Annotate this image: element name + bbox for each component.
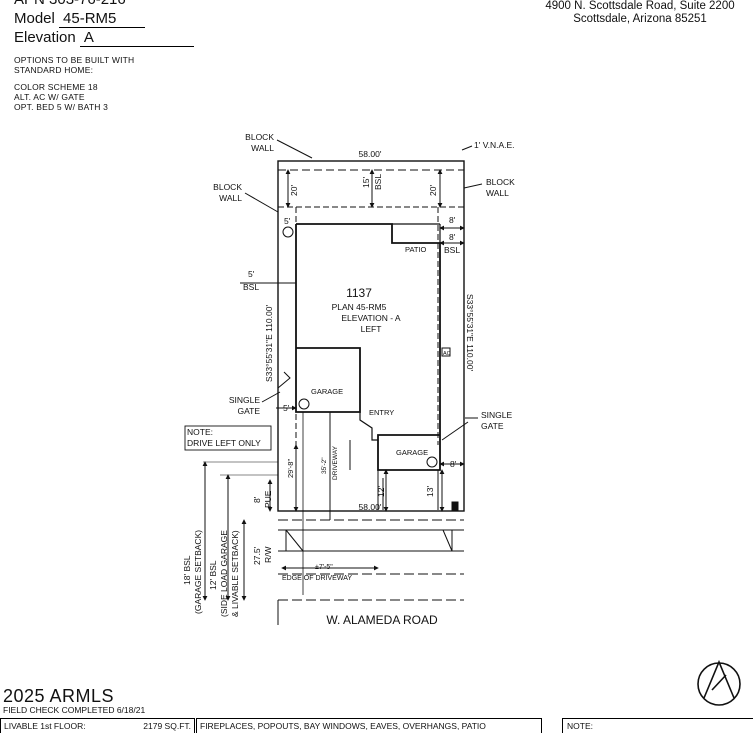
company-address: 4900 N. Scottsdale Road, Suite 2200 Scot… — [540, 0, 740, 26]
side-8-mid-dim: 8' — [449, 232, 456, 242]
options-heading-1: OPTIONS TO BE BUILT WITH — [14, 55, 135, 65]
option-item: ALT. AC W/ GATE — [14, 92, 85, 102]
note-title: NOTE: — [187, 427, 213, 437]
edge-of-driveway-label: EDGE OF DRIVEWAY — [282, 575, 352, 582]
apn-line: APN 303-76-216 — [14, 0, 126, 8]
entry-label: ENTRY — [369, 408, 394, 417]
side-load-label-2: & LIVABLE SETBACK) — [230, 530, 240, 617]
front-left-dim: 29'-8" — [286, 459, 295, 478]
garage-right-label: GARAGE — [396, 448, 428, 457]
side-load-label-1: (SIDE LOAD GARAGE — [219, 530, 229, 617]
options-heading-2: STANDARD HOME: — [14, 65, 94, 75]
driveway-label: DRIVEWAY — [332, 445, 339, 480]
livable-value: 2179 SQ.FT. — [143, 721, 191, 731]
bsl-18-label: 18' BSL — [182, 555, 192, 585]
options-list: COLOR SCHEME 18 ALT. AC W/ GATE OPT. BED… — [14, 82, 108, 112]
rear-bsl-label: BSL — [373, 174, 383, 190]
patio-label: PATIO — [405, 245, 427, 254]
elevation-row: Elevation A — [14, 29, 194, 47]
option-item: COLOR SCHEME 18 — [14, 82, 98, 92]
copyright-mark: 2025 ARMLS — [3, 686, 115, 706]
bsl-12-label: 12' BSL — [208, 560, 218, 590]
plan-elevation: ELEVATION - A — [341, 313, 401, 323]
front-8-dim: 8' — [450, 459, 457, 469]
features-text: FIREPLACES, POPOUTS, BAY WINDOWS, EAVES,… — [200, 721, 486, 731]
address-line-2: Scottsdale, Arizona 85251 — [573, 13, 707, 25]
gate-5-dim: 5' — [283, 403, 290, 413]
side-5-left-dim: 5' — [248, 269, 255, 279]
garage-setback-label: (GARAGE SETBACK) — [193, 530, 203, 614]
front-12-dim: 12' — [376, 486, 386, 497]
plan-handing: LEFT — [361, 324, 382, 334]
rear-setback-right-dim: 20' — [428, 185, 438, 196]
garage-left-label: GARAGE — [311, 387, 343, 396]
side-8-top-dim: 8' — [449, 215, 456, 225]
field-check: FIELD CHECK COMPLETED 6/18/21 — [3, 705, 146, 715]
front-13-dim: 13' — [425, 486, 435, 497]
road-name: W. ALAMEDA ROAD — [326, 613, 438, 627]
option-item: OPT. BED 5 W/ BATH 3 — [14, 102, 109, 112]
notes-box: NOTE: — [562, 718, 753, 733]
side-bsl-left-label: BSL — [243, 282, 259, 292]
left-bearing-label: S33°55'31"E 110.00' — [264, 305, 274, 382]
side-bsl-right-label: BSL — [444, 245, 460, 255]
top-width-dim: 58.00' — [359, 149, 382, 159]
pue-label: PUE — [263, 490, 273, 508]
elevation-value: A — [79, 29, 194, 47]
model-label: Model — [14, 10, 55, 27]
edge-dim: ±7'-5" — [315, 564, 333, 571]
note-body: DRIVE LEFT ONLY — [187, 438, 261, 448]
options-heading: OPTIONS TO BE BUILT WITH STANDARD HOME: — [14, 55, 134, 75]
features-box: FIREPLACES, POPOUTS, BAY WINDOWS, EAVES,… — [196, 718, 542, 733]
lot-number: 1137 — [346, 286, 372, 300]
livable-label: LIVABLE 1st FLOOR: — [4, 721, 86, 731]
bottom-width-dim: 58.00' — [359, 502, 382, 512]
rear-setback-left-dim: 20' — [289, 185, 299, 196]
rear-setback-mid-dim: 15' — [361, 177, 371, 188]
rw-dim: 27.5' — [252, 546, 262, 565]
rw-label: R/W — [263, 546, 273, 563]
side-5-top-dim: 5' — [284, 216, 291, 226]
ac-label: AC — [443, 351, 451, 357]
model-value: 45-RM5 — [59, 10, 146, 28]
elevation-label: Elevation — [14, 29, 76, 46]
front-driveway-dim: 35'-2" — [321, 457, 328, 474]
livable-area-box: LIVABLE 1st FLOOR: 2179 SQ.FT. — [0, 718, 195, 733]
notes-label: NOTE: — [567, 721, 593, 731]
address-line-1: 4900 N. Scottsdale Road, Suite 2200 — [545, 0, 735, 12]
right-bearing-label: S33°55'31"E 110.00' — [465, 294, 475, 371]
model-row: Model 45-RM5 — [14, 10, 146, 28]
plan-name: PLAN 45-RM5 — [332, 302, 387, 312]
vnae-label: 1' V.N.A.E. — [474, 140, 515, 150]
pue-8-dim: 8' — [252, 496, 262, 503]
